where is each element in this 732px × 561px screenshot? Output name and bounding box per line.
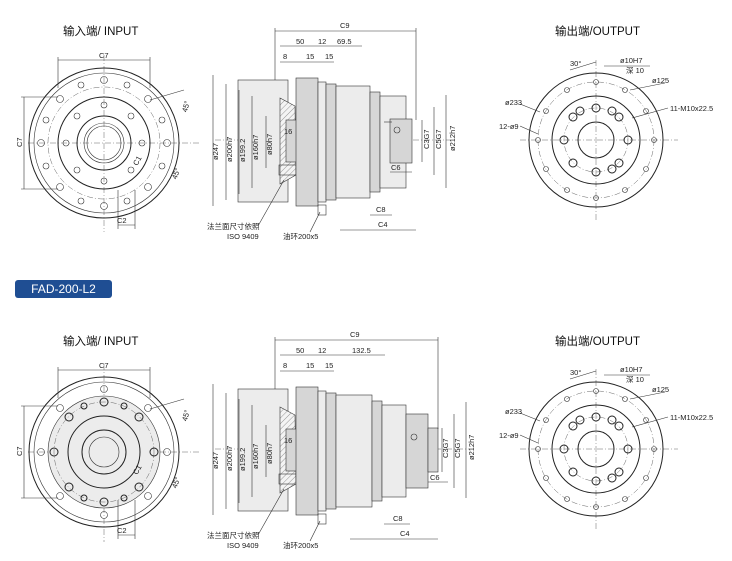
dim-16: 16 bbox=[284, 127, 292, 136]
note-flange: 法兰面尺寸依照 bbox=[207, 530, 260, 540]
dim-200: ø200h7 bbox=[225, 137, 234, 162]
dim-15b: 15 bbox=[325, 52, 333, 61]
model-badge: FAD-200-L2 bbox=[15, 280, 112, 298]
dim-c6: C6 bbox=[391, 163, 401, 172]
section-bottom: 输入端/ INPUT 输出端/OUTPUT bbox=[15, 330, 713, 550]
dim-c3: C3G7 bbox=[441, 438, 450, 458]
dim-holes: 12-ø9 bbox=[499, 431, 519, 440]
angle-30: 30° bbox=[570, 59, 581, 68]
dim-c2: C2 bbox=[117, 526, 127, 535]
dim-247: ø247 bbox=[211, 452, 220, 469]
dim-deep: 深 10 bbox=[626, 66, 644, 75]
output-view: 30° ø10H7 深 10 ø125 ø233 12-ø9 11-M10x22… bbox=[499, 365, 713, 529]
dim-16: 16 bbox=[284, 436, 292, 445]
dim-50: 50 bbox=[296, 346, 304, 355]
dim-15b: 15 bbox=[325, 361, 333, 370]
dim-233: ø233 bbox=[505, 407, 522, 416]
side-view: C9 50 12 132.5 8 15 15 ø247 ø200h7 ø199.… bbox=[207, 330, 476, 550]
dim-200: ø200h7 bbox=[225, 446, 234, 471]
dim-c7-top: C7 bbox=[99, 51, 109, 60]
dim-c4: C4 bbox=[378, 220, 388, 229]
note-oilring: 油环200x5 bbox=[283, 540, 318, 550]
dim-199: ø199.2 bbox=[238, 448, 247, 471]
dim-deep: 深 10 bbox=[626, 375, 644, 384]
dim-50: 50 bbox=[296, 37, 304, 46]
input-title: 输入端/ INPUT bbox=[63, 334, 138, 348]
dim-d10: ø10H7 bbox=[620, 365, 643, 374]
section-top: 输入端/ INPUT 输出端/OUTPUT bbox=[15, 21, 713, 241]
dim-c1: C1 bbox=[131, 154, 144, 167]
dim-c8: C8 bbox=[376, 205, 386, 214]
dim-15a: 15 bbox=[306, 361, 314, 370]
dim-132: 132.5 bbox=[352, 346, 371, 355]
dim-233: ø233 bbox=[505, 98, 522, 107]
dim-c2: C2 bbox=[117, 216, 127, 225]
dim-c7-left: C7 bbox=[15, 137, 24, 147]
output-title: 输出端/OUTPUT bbox=[555, 24, 640, 38]
dim-69: 69.5 bbox=[337, 37, 352, 46]
output-view: 30° ø10H7 深 10 ø125 ø233 12-ø9 11-M10x22… bbox=[499, 56, 713, 220]
dim-c7-left: C7 bbox=[15, 446, 24, 456]
dim-c5: C5G7 bbox=[434, 129, 443, 149]
angle-top: 45° bbox=[180, 100, 192, 113]
output-title: 输出端/OUTPUT bbox=[555, 334, 640, 348]
angle-top: 45° bbox=[180, 409, 192, 422]
dim-212: ø212h7 bbox=[448, 126, 457, 151]
note-iso: ISO 9409 bbox=[227, 232, 259, 241]
dim-12: 12 bbox=[318, 346, 326, 355]
dim-c4: C4 bbox=[400, 529, 410, 538]
dim-c6: C6 bbox=[430, 473, 440, 482]
dim-holes: 12-ø9 bbox=[499, 122, 519, 131]
dim-125: ø125 bbox=[652, 76, 669, 85]
dim-c3: C3G7 bbox=[422, 129, 431, 149]
dim-threads: 11-M10x22.5 bbox=[670, 104, 713, 113]
note-flange: 法兰面尺寸依照 bbox=[207, 221, 260, 231]
dim-c1: C1 bbox=[131, 463, 144, 476]
input-title: 输入端/ INPUT bbox=[63, 24, 138, 38]
dim-c8: C8 bbox=[393, 514, 403, 523]
angle-30: 30° bbox=[570, 368, 581, 377]
input-view: C7 C7 C1 C2 45° 45° bbox=[15, 51, 200, 232]
dim-160: ø160h7 bbox=[251, 444, 260, 469]
dim-d10: ø10H7 bbox=[620, 56, 643, 65]
dim-c5: C5G7 bbox=[453, 438, 462, 458]
dim-15a: 15 bbox=[306, 52, 314, 61]
dim-c9: C9 bbox=[350, 330, 360, 339]
dim-160: ø160h7 bbox=[251, 135, 260, 160]
dim-8: 8 bbox=[283, 52, 287, 61]
note-oilring: 油环200x5 bbox=[283, 231, 318, 241]
side-view: C9 50 12 69.5 8 15 15 ø247 ø200h7 ø199.2… bbox=[207, 21, 457, 241]
dim-c9: C9 bbox=[340, 21, 350, 30]
angle-bottom: 45° bbox=[170, 167, 182, 181]
dim-199: ø199.2 bbox=[238, 139, 247, 162]
dim-212: ø212h7 bbox=[467, 435, 476, 460]
dim-80: ø80h7 bbox=[265, 134, 274, 155]
dim-8: 8 bbox=[283, 361, 287, 370]
angle-bottom: 45° bbox=[170, 476, 182, 490]
input-view: C7 C7 C1 C2 45° 45° bbox=[15, 361, 200, 542]
note-iso: ISO 9409 bbox=[227, 541, 259, 550]
dim-c7-top: C7 bbox=[99, 361, 109, 370]
dim-12: 12 bbox=[318, 37, 326, 46]
dim-threads: 11-M10x22.5 bbox=[670, 413, 713, 422]
dim-247: ø247 bbox=[211, 143, 220, 160]
dim-80: ø80h7 bbox=[265, 443, 274, 464]
dim-125: ø125 bbox=[652, 385, 669, 394]
